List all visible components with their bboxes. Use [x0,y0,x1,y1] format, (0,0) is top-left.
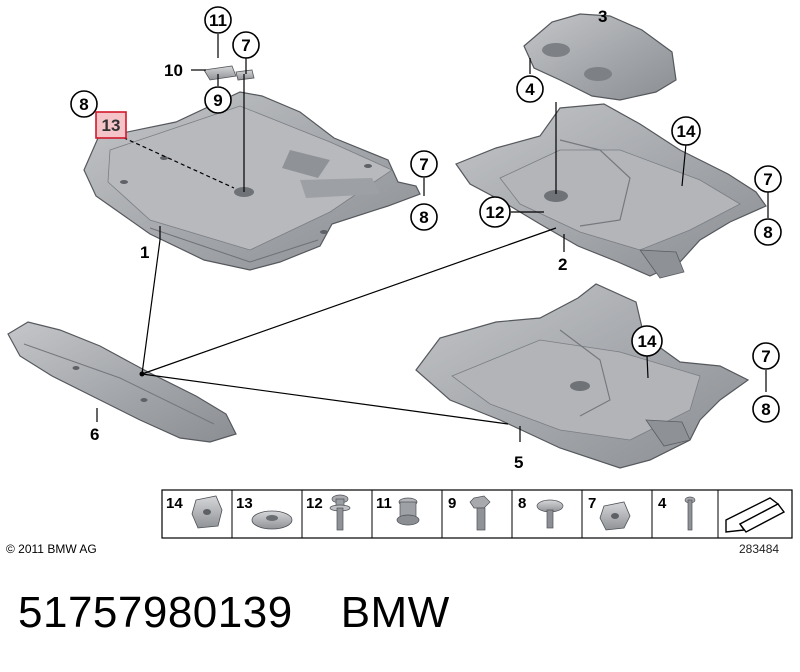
callout-label: 7 [419,155,428,174]
callout-label: 4 [525,80,535,99]
callout-7-right-upper: 7 [754,165,782,193]
callout-9: 9 [204,86,232,114]
direction-arrow-icon [725,497,786,533]
legend-item-7: 7 [588,495,596,512]
footer-caption: 51757980139 BMW [18,588,450,638]
legend-item-4: 4 [658,495,667,512]
spring-clip-icon [599,501,631,531]
part-3-cover [523,13,677,101]
callout-label: 8 [79,95,88,114]
callout-8-right-lower: 8 [752,395,780,423]
stud-icon [684,496,696,531]
grommet-icon [396,497,420,526]
callout-label: 12 [486,203,505,222]
callout-7-right-lower: 7 [752,342,780,370]
callout-14-lower: 14 [631,325,663,357]
part-2-panel [455,103,767,279]
callout-label: 8 [763,223,772,242]
callout-7-top: 7 [232,31,260,59]
fastener-legend: 14 13 12 11 9 8 7 4 [161,489,793,539]
label-5: 5 [514,453,523,472]
legend-item-8: 8 [518,495,526,512]
label-6: 6 [90,425,99,444]
callout-label: 9 [213,91,222,110]
diagram-reference-number: 283484 [739,542,780,556]
callout-4: 4 [516,75,544,103]
callout-label: 7 [241,36,250,55]
part-5-panel [415,283,750,469]
callout-14-upper: 14 [671,116,701,146]
leader-junction-dot [139,371,145,377]
callout-label: 14 [677,122,696,141]
clip-part-9-10 [203,65,255,81]
callout-label: 8 [419,208,428,227]
callout-8-left: 8 [70,90,98,118]
callout-13-highlighted: 13 [95,111,127,139]
bolt-icon [329,494,351,531]
washer-icon [251,510,293,530]
copyright-notice: © 2011 BMW AG [6,542,97,556]
callout-label: 7 [761,347,770,366]
legend-item-13: 13 [236,495,253,512]
callout-label: 8 [761,400,770,419]
part-1-panel [83,91,421,271]
callout-label: 11 [209,11,227,30]
part-6-shield [7,321,237,443]
callout-8-right-upper: 8 [754,218,782,246]
hex-bolt-icon [469,495,491,531]
legend-item-11: 11 [376,495,392,512]
legend-item-14: 14 [166,495,183,512]
callout-label: 7 [763,170,772,189]
callout-11-top: 11 [204,6,232,34]
clip-nut-icon [191,495,223,529]
callout-label: 13 [102,116,121,135]
callout-label: 14 [638,332,657,351]
callout-8-mid: 8 [410,203,438,231]
callout-7-mid: 7 [410,150,438,178]
legend-item-12: 12 [306,495,323,512]
part-number: 51757980139 [18,588,293,637]
callout-12: 12 [479,196,511,228]
brand-name: BMW [340,588,450,637]
label-3: 3 [598,7,607,26]
label-1: 1 [140,243,149,262]
rivet-icon [536,499,564,529]
legend-item-9: 9 [448,495,456,512]
label-10: 10 [164,61,183,80]
label-2: 2 [558,255,567,274]
